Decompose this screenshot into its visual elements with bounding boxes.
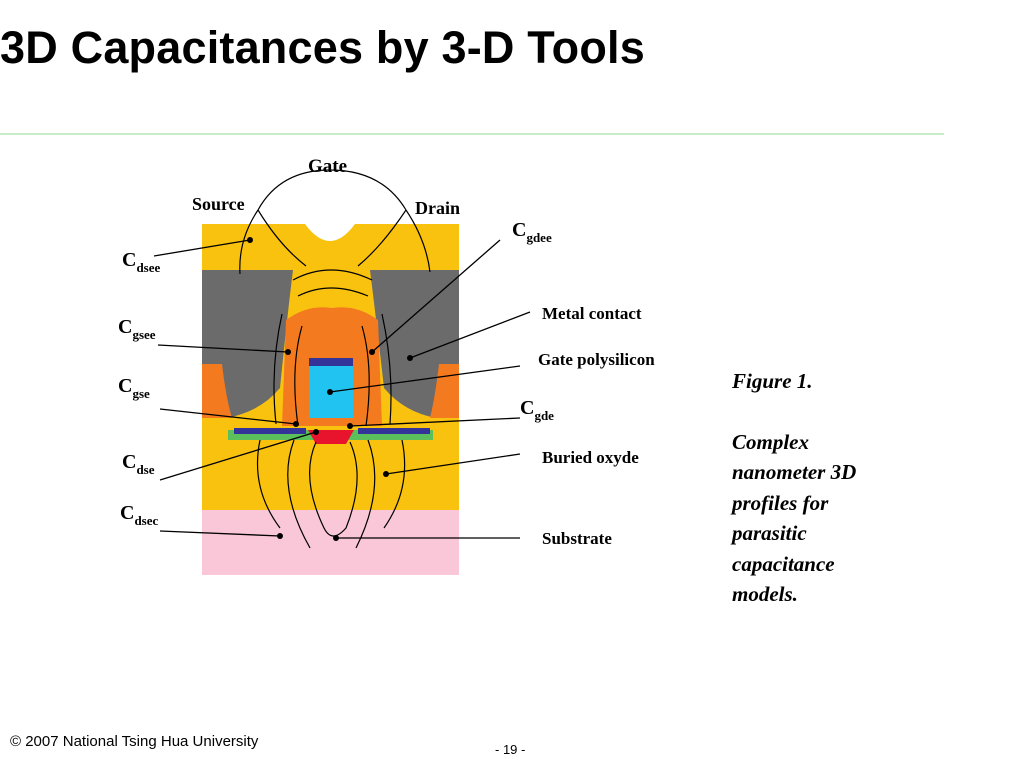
caption-line: profiles for (732, 490, 829, 515)
caption-line: parasitic (732, 521, 807, 545)
cap-label-cdsec: Cdsec (120, 502, 159, 528)
page-number: - 19 - (495, 742, 526, 757)
figure-caption: Figure 1. Complex nanometer 3D profiles … (732, 366, 932, 610)
spacer-left (202, 364, 232, 418)
channel-region (308, 430, 354, 444)
cap-label-cgse: Cgse (118, 375, 150, 401)
label-buried-oxyde: Buried oxyde (542, 448, 639, 467)
cap-label-cgde: Cgde (520, 397, 554, 423)
label-gate-polysilicon: Gate polysilicon (538, 350, 655, 369)
leader-lines (153, 239, 531, 539)
cap-label-cgsee: Cgsee (118, 316, 156, 342)
spacer-right (430, 364, 459, 418)
cap-label-cdsee: Cdsee (122, 249, 161, 275)
gate-dielectric-left (234, 428, 306, 434)
substrate-region (202, 510, 459, 575)
caption-line: models. (732, 582, 798, 606)
cap-label-cgdee: Cgdee (512, 219, 552, 245)
gate-polysilicon-block (309, 358, 353, 418)
caption-line: capacitance (732, 551, 835, 576)
title-divider (0, 133, 944, 135)
gate-dielectric-right (358, 428, 430, 434)
field-lines (239, 169, 431, 549)
leader-dots (247, 237, 413, 541)
label-metal-contact: Metal contact (542, 304, 642, 323)
metal-contact-left (202, 270, 293, 418)
label-source: Source (192, 194, 245, 214)
label-substrate: Substrate (542, 529, 612, 548)
mosfet-cross-section-diagram: Gate Source Drain Metal contact Gate pol… (110, 148, 710, 598)
slide-title: 3D Capacitances by 3-D Tools (0, 22, 645, 73)
copyright-footer: © 2007 National Tsing Hua University (10, 733, 259, 750)
caption-line: nanometer 3D (732, 460, 857, 484)
metal-contact-right (370, 270, 459, 418)
label-drain: Drain (415, 198, 460, 218)
cap-label-cdse: Cdse (122, 451, 155, 477)
label-gate: Gate (308, 156, 347, 177)
caption-line: Complex (732, 429, 809, 454)
caption-heading: Figure 1. (732, 369, 813, 393)
gate-dielectric-top (309, 358, 353, 366)
